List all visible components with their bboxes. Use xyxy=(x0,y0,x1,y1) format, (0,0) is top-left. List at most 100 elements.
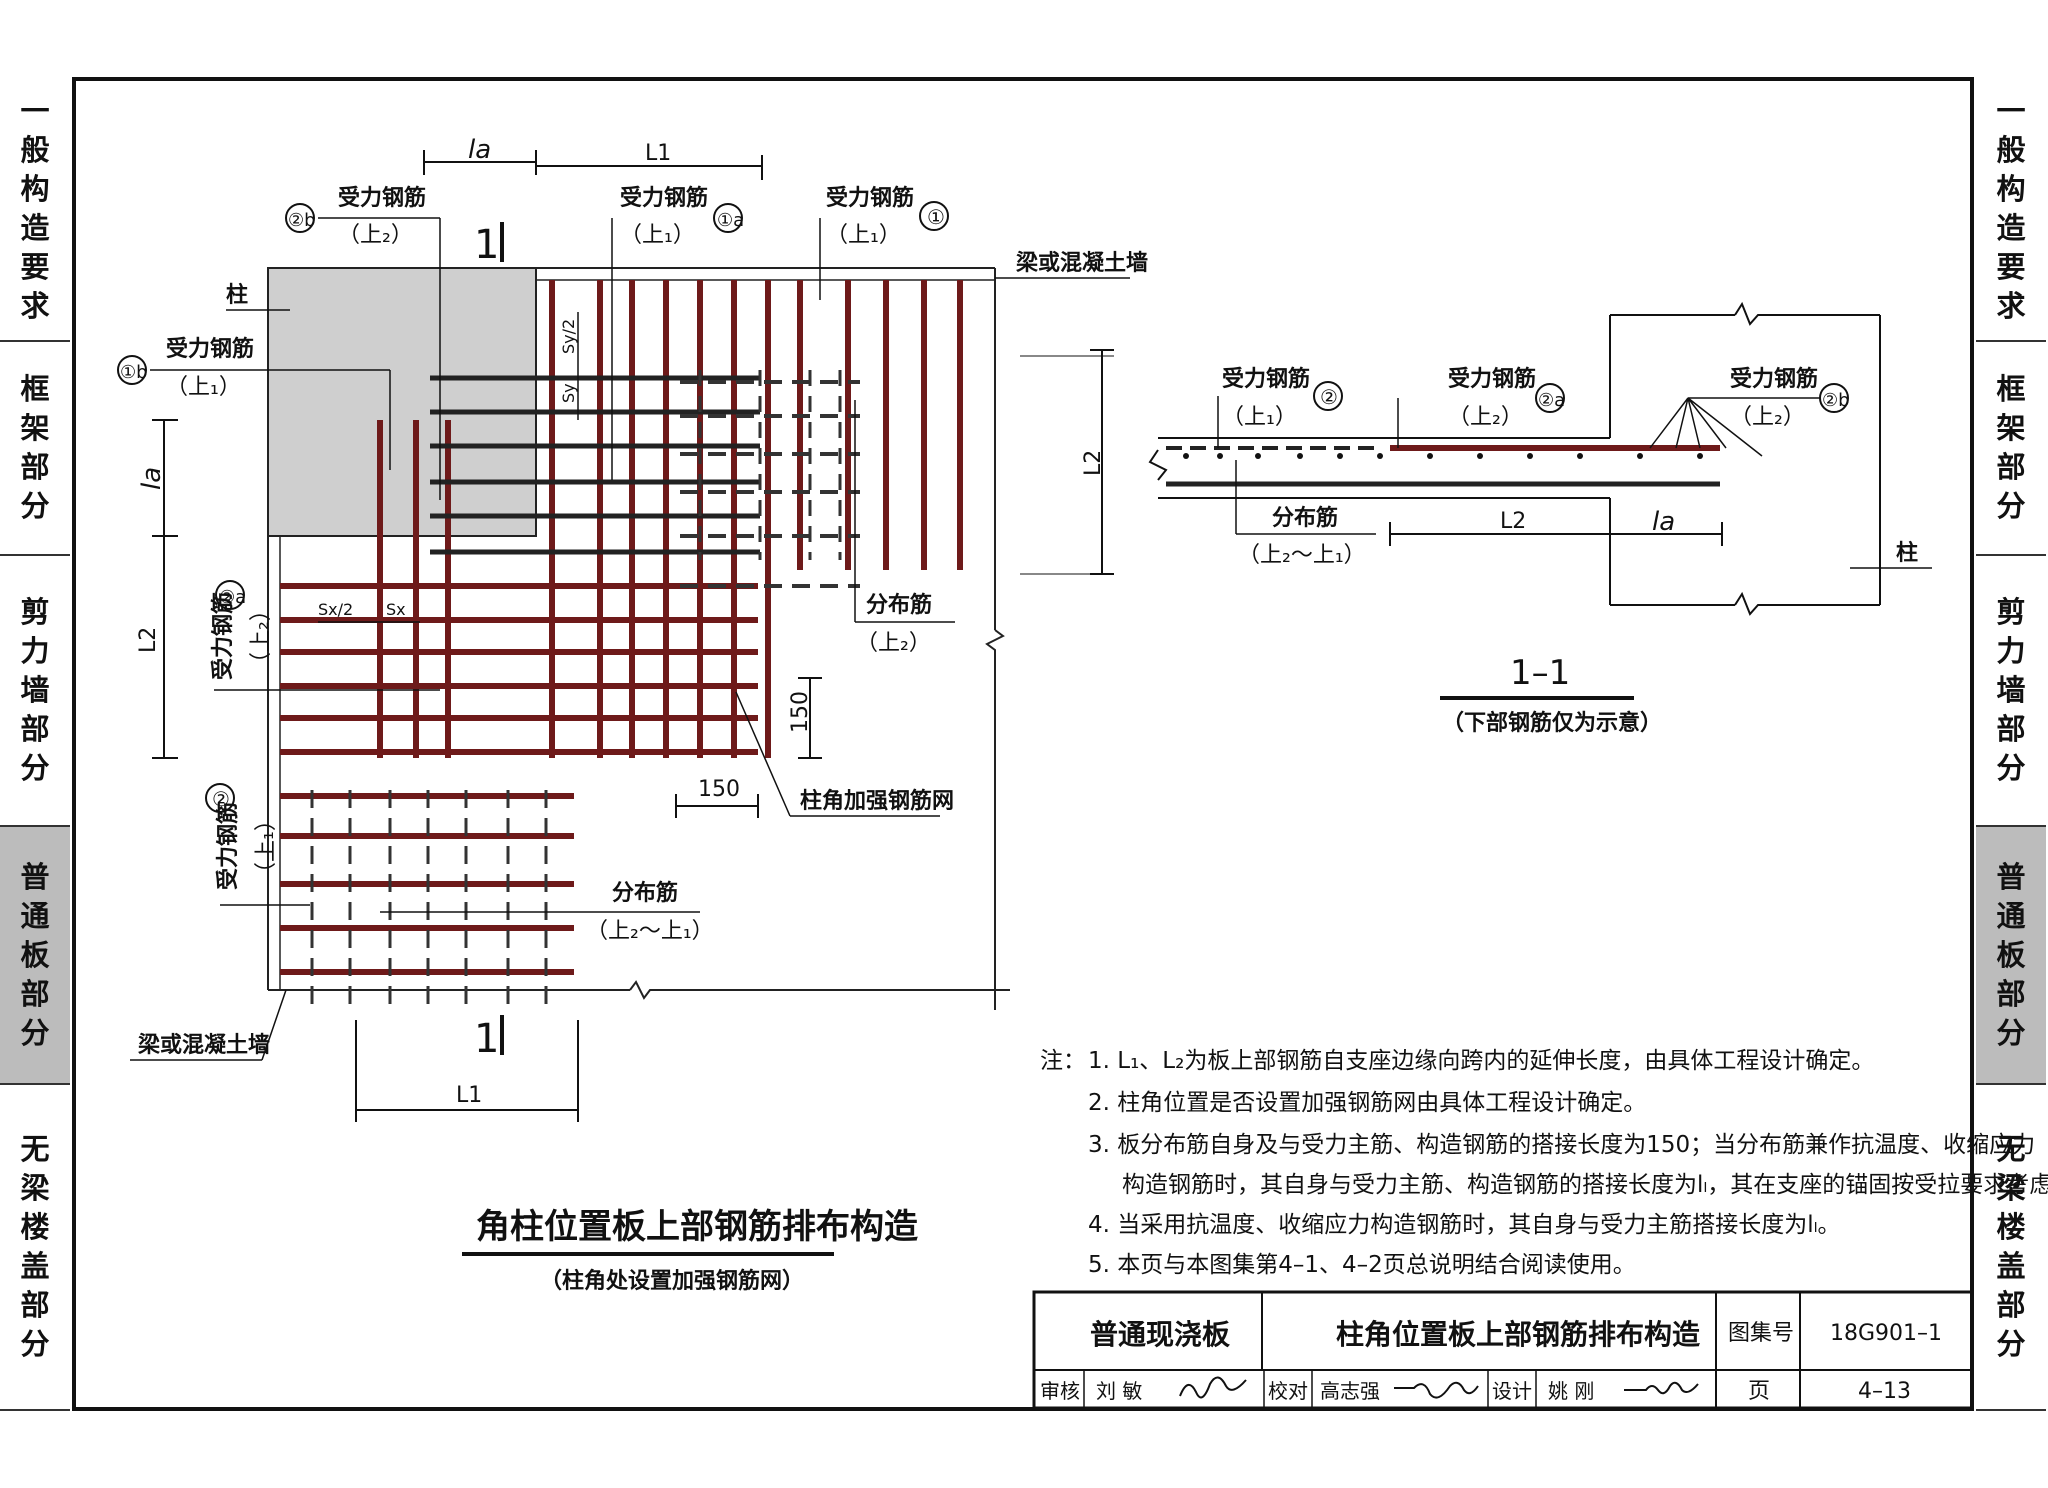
sec-label-column: 柱 xyxy=(1896,541,1918,566)
section-mark-top: 1 xyxy=(474,222,499,268)
mark-2b: ②b xyxy=(288,210,316,231)
section-mark-bottom: 1 xyxy=(474,1016,499,1062)
section-distribution-dot xyxy=(1577,453,1583,459)
section-distribution-dot xyxy=(1297,453,1303,459)
sec-mark-2a: ②a xyxy=(1538,390,1565,411)
note-5: 5. 本页与本图集第4–1、4–2页总说明结合阅读使用。 xyxy=(1088,1252,1636,1278)
tb-category: 普通现浇板 xyxy=(1090,1318,1230,1351)
label-up1-1: （上₁） xyxy=(826,223,901,248)
note-4: 4. 当采用抗温度、收缩应力构造钢筋时，其自身与受力主筋搭接长度为lₗ。 xyxy=(1088,1212,1840,1238)
section-distribution-dot xyxy=(1427,453,1433,459)
dim-150-vertical: 150 xyxy=(788,691,813,733)
section-tab-1[interactable]: 框架部分 xyxy=(1976,342,2046,556)
label-rebar-2a: 受力钢筋 xyxy=(210,592,236,680)
label-beam-bottom: 梁或混凝土墙 xyxy=(137,1032,270,1058)
section-tab-0[interactable]: 一般构造要求 xyxy=(0,77,70,342)
tb-drawing-title: 柱角位置板上部钢筋排布构造 xyxy=(1336,1318,1700,1351)
notes-prefix: 注： xyxy=(1040,1048,1086,1074)
sec-dim-L2: L2 xyxy=(1500,509,1526,534)
tb-atlas-no: 18G901–1 xyxy=(1830,1321,1942,1346)
section-title: 1–1 xyxy=(1510,653,1570,693)
section-distribution-dot xyxy=(1527,453,1533,459)
tb-reviewer: 刘 敏 xyxy=(1096,1379,1142,1403)
tb-check-label: 校对 xyxy=(1268,1379,1308,1403)
section-distribution-dot xyxy=(1183,453,1189,459)
sec-label-dist: 分布筋 xyxy=(1272,505,1338,531)
mark-2: ② xyxy=(212,787,230,811)
dim-la-top: la xyxy=(468,135,491,165)
drawing-frame xyxy=(72,77,1974,1411)
sec-label-dist-range: （上₂～上₁） xyxy=(1238,543,1366,568)
mark-1: ① xyxy=(927,205,945,229)
label-rebar-1b: 受力钢筋 xyxy=(166,336,254,362)
distribution-bars xyxy=(310,370,860,1010)
sec-label-up1-2: （上₁） xyxy=(1222,405,1297,430)
label-up2-2b: （上₂） xyxy=(338,223,413,248)
section-tab-0[interactable]: 一般构造要求 xyxy=(1976,77,2046,342)
sec-label-rebar-2: 受力钢筋 xyxy=(1222,366,1310,392)
section-distribution-dot xyxy=(1697,453,1703,459)
sec-label-up2-2a: （上₂） xyxy=(1448,405,1523,430)
section-tab-2[interactable]: 剪力墙部分 xyxy=(1976,556,2046,827)
label-dist-range-bottom: （上₂～上₁） xyxy=(586,919,714,944)
sec-label-rebar-2b: 受力钢筋 xyxy=(1730,366,1818,392)
label-up2-2a: （上₂） xyxy=(249,599,274,674)
left-beam-break-symbol xyxy=(629,980,1010,1000)
section-tab-3[interactable]: 普通板部分 xyxy=(0,827,70,1085)
section-tab-1[interactable]: 框架部分 xyxy=(0,342,70,556)
dim-L1-top: L1 xyxy=(645,141,671,166)
sec-mark-2: ② xyxy=(1320,385,1338,409)
sec-label-rebar-2a: 受力钢筋 xyxy=(1448,366,1536,392)
notes: 注： 1. L₁、L₂为板上部钢筋自支座边缘向跨内的延伸长度，由具体工程设计确定… xyxy=(1040,1048,2048,1278)
top-beam-break-symbol xyxy=(985,629,1005,1010)
section-subtitle: （下部钢筋仅为示意） xyxy=(1442,710,1662,736)
sx2-label: Sx/2 xyxy=(318,600,353,619)
tb-designer-signature xyxy=(1624,1381,1699,1395)
tb-atlas-label: 图集号 xyxy=(1728,1321,1794,1346)
section-distribution-dot xyxy=(1477,453,1483,459)
label-column: 柱 xyxy=(226,283,248,308)
note-3: 3. 板分布筋自身及与受力主筋、构造钢筋的搭接长度为150；当分布筋兼作抗温度、… xyxy=(1088,1132,2035,1158)
corner-column xyxy=(267,267,537,537)
tb-page-label: 页 xyxy=(1748,1379,1770,1404)
label-dist-right: 分布筋 xyxy=(866,592,932,618)
section-1-1: 受力钢筋 （上₁） ② 受力钢筋 （上₂） ②a 受力钢筋 （上₂） ②b 分布… xyxy=(1020,301,1932,736)
label-rebar-1: 受力钢筋 xyxy=(826,185,914,211)
section-tab-3[interactable]: 普通板部分 xyxy=(1976,827,2046,1085)
section-distribution-dot xyxy=(1637,453,1643,459)
tb-review-label: 审核 xyxy=(1040,1379,1080,1403)
section-tab-4[interactable]: 无梁楼盖部分 xyxy=(1976,1085,2046,1411)
label-up1-2: （上₁） xyxy=(254,809,279,884)
sy2-label: Sy/2 xyxy=(559,319,578,354)
section-distribution-dot xyxy=(1255,453,1261,459)
sec-dim-L2-side: L2 xyxy=(1081,450,1106,476)
sx-label: Sx xyxy=(386,600,406,619)
tb-designer: 姚 刚 xyxy=(1548,1379,1594,1403)
section-tab-4[interactable]: 无梁楼盖部分 xyxy=(0,1085,70,1411)
label-beam-top: 梁或混凝土墙 xyxy=(1015,250,1148,276)
label-dist-bottom: 分布筋 xyxy=(612,880,678,906)
note-2: 2. 柱角位置是否设置加强钢筋网由具体工程设计确定。 xyxy=(1088,1090,1646,1116)
label-up1-1a: （上₁） xyxy=(620,223,695,248)
horizontal-rebars-left xyxy=(280,375,760,975)
section-distribution-dots xyxy=(1183,453,1703,459)
sec-label-up2-2b: （上₂） xyxy=(1730,405,1805,430)
section-distribution-dot xyxy=(1337,453,1343,459)
plan-title: 角柱位置板上部钢筋排布构造 xyxy=(476,1207,918,1247)
tb-checker-signature xyxy=(1394,1381,1479,1399)
tb-reviewer-signature xyxy=(1179,1376,1247,1399)
label-rebar-2: 受力钢筋 xyxy=(215,802,241,890)
mark-1b: ①b xyxy=(120,362,148,383)
note-3b: 构造钢筋时，其自身与受力主筋、构造钢筋的搭接长度为lₗ，其在支座的锚固按受拉要求… xyxy=(1122,1172,2048,1198)
dim-la-left: la xyxy=(137,467,167,490)
dim-L2-left: L2 xyxy=(136,627,161,653)
title-block: 普通现浇板 柱角位置板上部钢筋排布构造 图集号 18G901–1 审核 刘 敏 … xyxy=(1032,1290,1974,1410)
tb-page-no: 4–13 xyxy=(1858,1379,1911,1404)
label-dist-range-right: （上₂） xyxy=(856,631,931,656)
sy-label: Sy xyxy=(559,383,578,403)
plan-view: 1 1 la L1 ②b 受力钢筋 （上₂） 受力钢筋 （上₁） ①a 受力钢筋… xyxy=(117,135,1148,1294)
tb-design-label: 设计 xyxy=(1492,1379,1532,1403)
label-up1-1b: （上₁） xyxy=(166,375,241,400)
section-tab-2[interactable]: 剪力墙部分 xyxy=(0,556,70,827)
